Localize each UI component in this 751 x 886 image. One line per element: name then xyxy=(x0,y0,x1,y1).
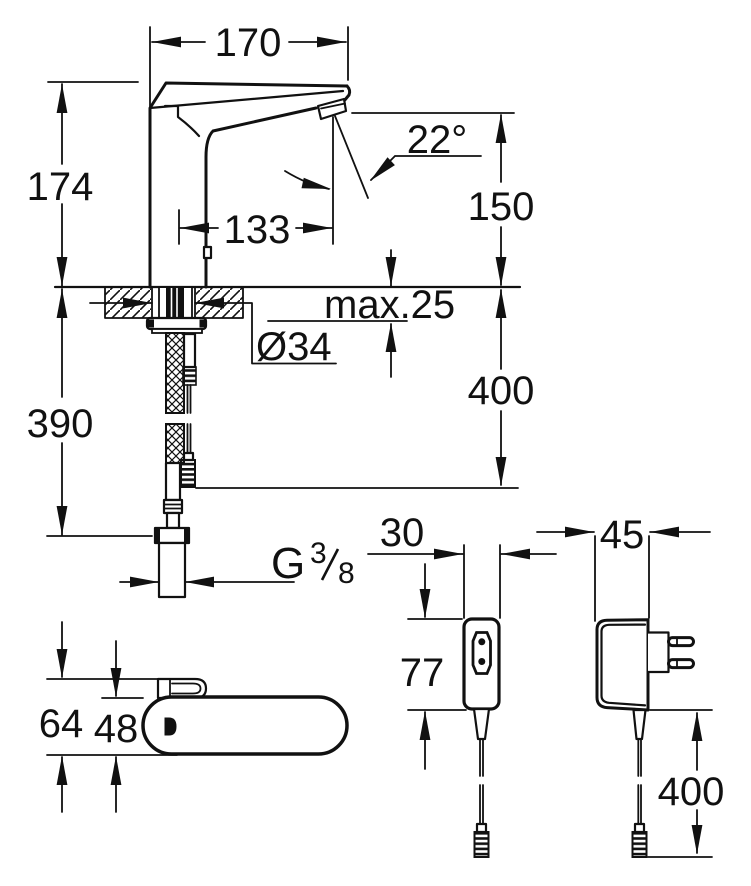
dimension-plug-cable-length: 400 xyxy=(647,709,725,858)
dimension-top-overall-depth: 64 xyxy=(39,621,178,813)
dimension-socket-width: 30 xyxy=(367,511,557,619)
dimension-supply-thread: G 3 8 xyxy=(119,537,355,590)
thread-pipe-g38 xyxy=(157,541,187,599)
dimension-height-above-deck: 174 xyxy=(27,81,139,287)
dim-spout-reach: 133 xyxy=(224,208,291,252)
plug-cable-plug xyxy=(631,831,648,858)
dim-outlet-height: 150 xyxy=(468,185,535,229)
spout-outlet-inner-line xyxy=(320,102,346,110)
washer-end-left xyxy=(148,319,154,328)
hose-collar-lines xyxy=(163,503,183,510)
faucet-top-view: 64 48 xyxy=(39,621,349,813)
washer-end-right xyxy=(199,319,206,328)
plug-pin-top xyxy=(667,636,695,648)
cable-wire xyxy=(186,384,192,454)
dimension-outlet-height: 150 xyxy=(351,112,535,286)
hose-smooth-section xyxy=(164,461,182,502)
dim-socket-width: 30 xyxy=(380,511,425,555)
dim-socket-height: 77 xyxy=(400,651,445,695)
dim-plug-width: 45 xyxy=(600,513,645,557)
thread-letter: G xyxy=(271,539,305,588)
shank-walls xyxy=(158,287,193,319)
socket-cable xyxy=(479,738,484,825)
plug-body-rim xyxy=(600,623,647,707)
hose-neck xyxy=(165,511,181,530)
socket-cable-plug-neck xyxy=(475,822,488,834)
power-plug: 45 400 xyxy=(536,513,725,858)
hex-nut-facet-right xyxy=(184,528,189,543)
shank-core xyxy=(166,288,184,318)
plug-body xyxy=(595,618,650,712)
dimension-sensor-cable-length: 400 xyxy=(195,289,535,489)
dimension-top-body-depth: 48 xyxy=(94,640,144,813)
socket-cable-boot xyxy=(472,707,491,741)
mounting-washer xyxy=(145,316,208,331)
dim-top-body-depth: 48 xyxy=(94,707,139,751)
annotation-spout-angle: 22° xyxy=(284,115,482,199)
power-socket-unit: 30 77 xyxy=(367,511,557,858)
cable-sleeve-stripes xyxy=(182,366,197,386)
dim-plug-cable-length: 400 xyxy=(658,770,725,814)
supply-hose xyxy=(153,332,191,599)
top-view-sensor-window xyxy=(164,717,177,736)
dimension-plug-width: 45 xyxy=(536,513,711,622)
thread-numerator: 3 xyxy=(310,537,327,570)
dimension-socket-height: 77 xyxy=(400,563,467,770)
dimension-hose-length: 390 xyxy=(27,288,153,537)
dim-sensor-cable-length: 400 xyxy=(468,369,535,413)
shank-thread-lines xyxy=(170,288,178,318)
faucet-side-view xyxy=(148,81,352,289)
plug-collar xyxy=(646,631,670,674)
dimension-spout-reach: 133 xyxy=(178,116,334,252)
hose-collar xyxy=(162,498,184,515)
faucet-neck-step xyxy=(163,104,201,138)
faucet-underside-front-edge xyxy=(204,106,318,289)
dim-height-above-deck: 174 xyxy=(27,165,94,209)
cable-sleeve xyxy=(182,332,197,369)
dim-hose-length: 390 xyxy=(27,402,94,446)
sensor-window xyxy=(202,245,213,260)
hex-nut-facet-left xyxy=(155,528,160,543)
plug-cable-plug-neck xyxy=(633,822,646,834)
dim-overall-width: 170 xyxy=(215,21,282,65)
dimension-hole-diameter: Ø34 xyxy=(89,297,337,369)
thread-denominator: 8 xyxy=(338,557,355,590)
cable-plug-neck xyxy=(182,451,195,462)
top-view-body xyxy=(141,695,349,756)
jet-direction-line xyxy=(334,115,369,199)
socket-cable-plug xyxy=(473,831,490,858)
faucet-back-top-edge xyxy=(148,81,349,289)
socket-hole-bottom xyxy=(478,658,486,665)
hex-nut xyxy=(153,526,191,545)
faucet-top-inner-line xyxy=(148,89,345,110)
thread-fraction-slash xyxy=(320,548,340,581)
faucet-body-fill xyxy=(150,83,350,287)
braided-hose-lower xyxy=(165,423,185,464)
dimension-deck-thickness: max.25 xyxy=(267,249,455,378)
hole-diameter-label: Ø34 xyxy=(256,325,332,369)
deck-thickness-label: max.25 xyxy=(324,283,455,327)
cable-plug-connector xyxy=(180,459,196,488)
dim-top-overall-depth: 64 xyxy=(39,702,84,746)
faucet-tip-cap xyxy=(342,84,352,103)
dimension-overall-width: 170 xyxy=(149,21,349,108)
top-view-spout-tab xyxy=(156,677,208,700)
euro-socket-face xyxy=(471,631,492,675)
sensor-cable xyxy=(180,332,197,488)
plug-cable xyxy=(637,738,642,825)
braided-hose-upper xyxy=(165,332,185,414)
plug-pin-bottom xyxy=(667,658,695,670)
plug-cable-boot xyxy=(632,708,647,741)
angle-label: 22° xyxy=(407,118,468,162)
socket-hole-top xyxy=(478,638,486,646)
